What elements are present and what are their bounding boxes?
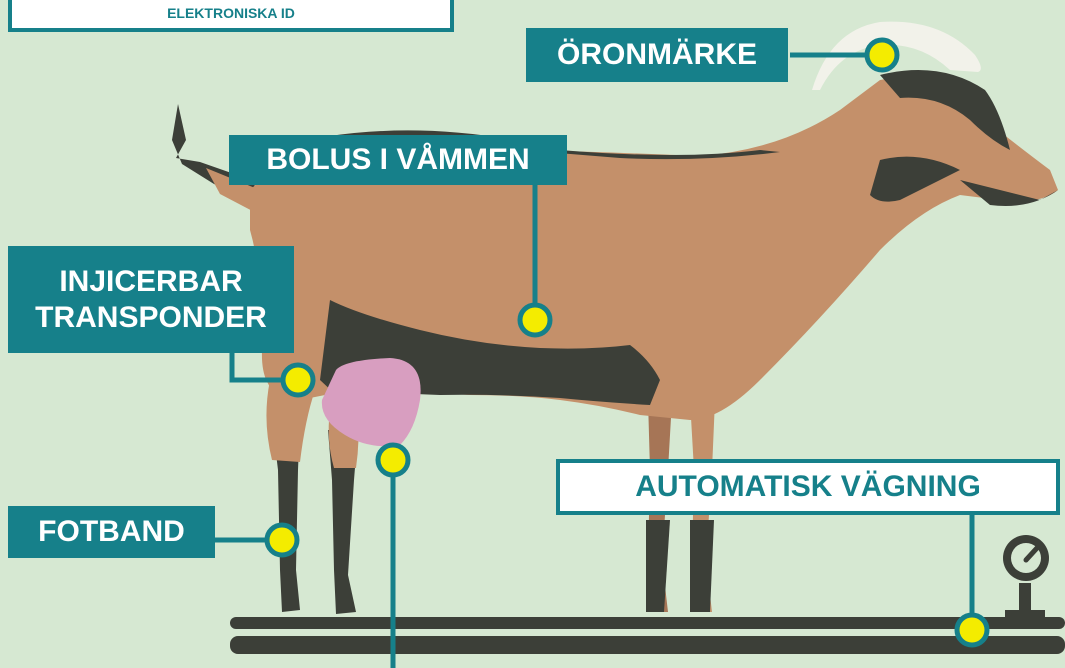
auto-weighing-label: AUTOMATISK VÄGNING (556, 459, 1060, 515)
injectable-line2-text: TRANSPONDER (35, 300, 267, 336)
injectable-transponder-label: INJICERBAR TRANSPONDER (8, 246, 294, 353)
transponder-marker (283, 365, 313, 395)
scale-gauge-icon (1003, 535, 1049, 620)
bolus-marker (520, 305, 550, 335)
ear-tag-marker (867, 40, 897, 70)
rumen-bolus-label: BOLUS I VÅMMEN (229, 135, 567, 185)
ear-tag-text: ÖRONMÄRKE (557, 37, 757, 73)
injectable-line1-text: INJICERBAR (59, 264, 242, 300)
scale-platform-base (230, 636, 1065, 654)
scale-platform-top (230, 617, 1065, 629)
ear-tag-label: ÖRONMÄRKE (526, 28, 788, 82)
top-banner-text: ELEKTRONISKA ID (167, 5, 295, 22)
rumen-bolus-text: BOLUS I VÅMMEN (266, 142, 529, 178)
foot-band-text: FOTBAND (38, 514, 185, 550)
weighing-marker (957, 615, 987, 645)
foot-band-marker (267, 525, 297, 555)
udder-marker (378, 445, 408, 475)
top-banner-label: ELEKTRONISKA ID (8, 0, 454, 32)
auto-weighing-text: AUTOMATISK VÄGNING (635, 469, 981, 505)
foot-band-label: FOTBAND (8, 506, 215, 558)
